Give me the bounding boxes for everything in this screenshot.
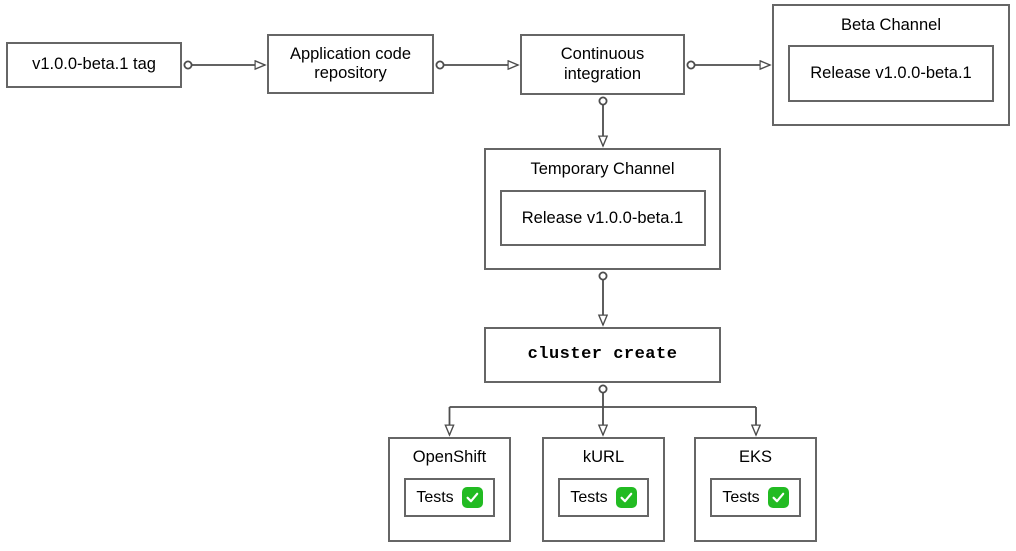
group-target-eks[interactable]: EKS Tests: [694, 437, 817, 542]
edge-ci-to-beta-channel: [686, 61, 770, 68]
node-application-code-repository-label: Application code repository: [289, 44, 412, 82]
edge-temporary-channel-to-cluster-create: [599, 271, 606, 325]
group-target-kurl-title: kURL: [582, 448, 625, 466]
edge-repo-to-ci: [435, 61, 518, 68]
edge-cluster-create-to-targets: [450, 384, 757, 435]
check-mark-button-icon: [767, 487, 789, 509]
temporary-channel-release-box[interactable]: Release v1.0.0-beta.1: [499, 190, 706, 247]
group-beta-channel-title: Beta Channel: [841, 16, 941, 34]
openshift-tests-label: Tests: [416, 488, 454, 506]
eks-tests-box[interactable]: Tests: [710, 478, 801, 518]
edge-ci-to-temporary-channel: [599, 96, 606, 146]
check-mark-button-icon: [615, 487, 637, 509]
node-continuous-integration-label: Continuous integration: [560, 45, 645, 83]
group-target-openshift[interactable]: OpenShift Tests: [388, 437, 511, 542]
kurl-tests-box[interactable]: Tests: [558, 478, 649, 518]
node-cluster-create-command-label: cluster create: [527, 344, 678, 364]
group-beta-channel[interactable]: Beta Channel Release v1.0.0-beta.1: [772, 4, 1010, 126]
edge-tag-to-repo: [183, 61, 265, 68]
node-version-tag[interactable]: v1.0.0-beta.1 tag: [6, 42, 182, 88]
beta-channel-release-label: Release v1.0.0-beta.1: [810, 64, 972, 83]
check-mark-button-icon: [461, 487, 483, 509]
eks-tests-label: Tests: [722, 488, 760, 506]
group-temporary-channel[interactable]: Temporary Channel Release v1.0.0-beta.1: [484, 148, 721, 270]
openshift-tests-box[interactable]: Tests: [404, 478, 495, 518]
group-temporary-channel-title: Temporary Channel: [530, 160, 675, 178]
group-target-eks-title: EKS: [738, 448, 773, 466]
beta-channel-release-box[interactable]: Release v1.0.0-beta.1: [788, 45, 994, 103]
node-continuous-integration[interactable]: Continuous integration: [520, 34, 685, 95]
kurl-tests-label: Tests: [570, 488, 608, 506]
group-target-openshift-title: OpenShift: [412, 448, 487, 466]
temporary-channel-release-label: Release v1.0.0-beta.1: [521, 208, 684, 227]
group-target-kurl[interactable]: kURL Tests: [542, 437, 665, 542]
node-version-tag-label: v1.0.0-beta.1 tag: [32, 55, 156, 74]
node-cluster-create-command[interactable]: cluster create: [484, 327, 721, 383]
node-application-code-repository[interactable]: Application code repository: [267, 34, 434, 94]
